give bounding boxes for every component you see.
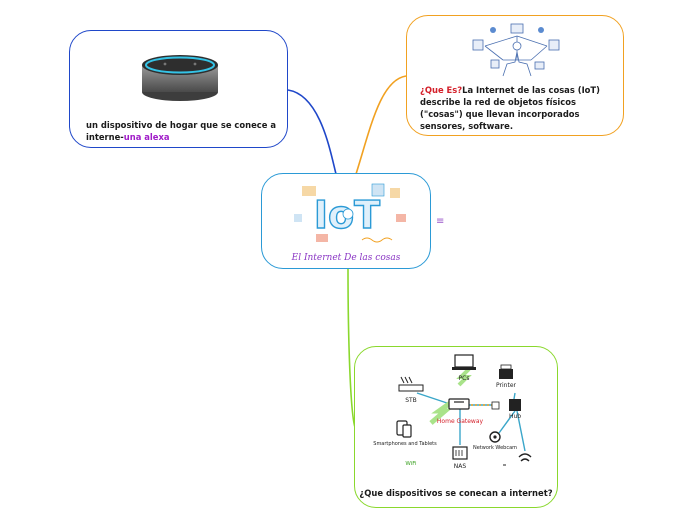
iot-question: ¿Que Es? (420, 85, 463, 95)
iot-logo-illustration: IoT (294, 183, 406, 243)
alexa-text-prefix: un dispositivo de hogar que se conece a … (86, 120, 277, 142)
branch-alexa (287, 89, 337, 175)
node-central-topic[interactable]: IoT El Internet De las cosas (261, 173, 431, 269)
notes-icon[interactable]: ≡ (436, 216, 445, 227)
devices-question: ¿Que dispositivos se conecan a internet? (359, 488, 553, 498)
alexa-description: un dispositivo de hogar que se conece a … (86, 119, 276, 143)
iot-text: La Internet de las cosas (IoT) describe … (420, 85, 600, 131)
branch-iot (355, 75, 407, 175)
echo-dot-image (142, 55, 218, 101)
iot-hands-illustration (472, 23, 560, 77)
iot-description: ¿Que Es?La Internet de las cosas (IoT) d… (420, 84, 616, 132)
label-smartphones: Smartphones and Tablets (373, 441, 437, 447)
label-hub: Hub (509, 413, 521, 420)
label-webcam: Network Webcam (473, 445, 517, 451)
home-network-diagram: PCs STB Printer Home Gateway Hub Smartph… (373, 354, 532, 470)
node-connected-devices[interactable]: PCs STB Printer Home Gateway Hub Smartph… (354, 346, 558, 508)
label-wifi: WiFi (405, 461, 417, 467)
label-pcs: PCs (459, 375, 470, 382)
node-iot-definition[interactable]: ¿Que Es?La Internet de las cosas (IoT) d… (406, 15, 624, 136)
node-alexa[interactable]: un dispositivo de hogar que se conece a … (69, 30, 288, 148)
label-nas: NAS (454, 463, 467, 470)
label-home-gateway: Home Gateway (437, 418, 484, 425)
alexa-text-highlight: una alexa (123, 132, 170, 142)
label-stb: STB (405, 397, 417, 404)
iot-logo-text: IoT (314, 193, 380, 237)
central-topic-title: El Internet De las cosas (291, 253, 401, 263)
label-printer: Printer (496, 382, 516, 389)
